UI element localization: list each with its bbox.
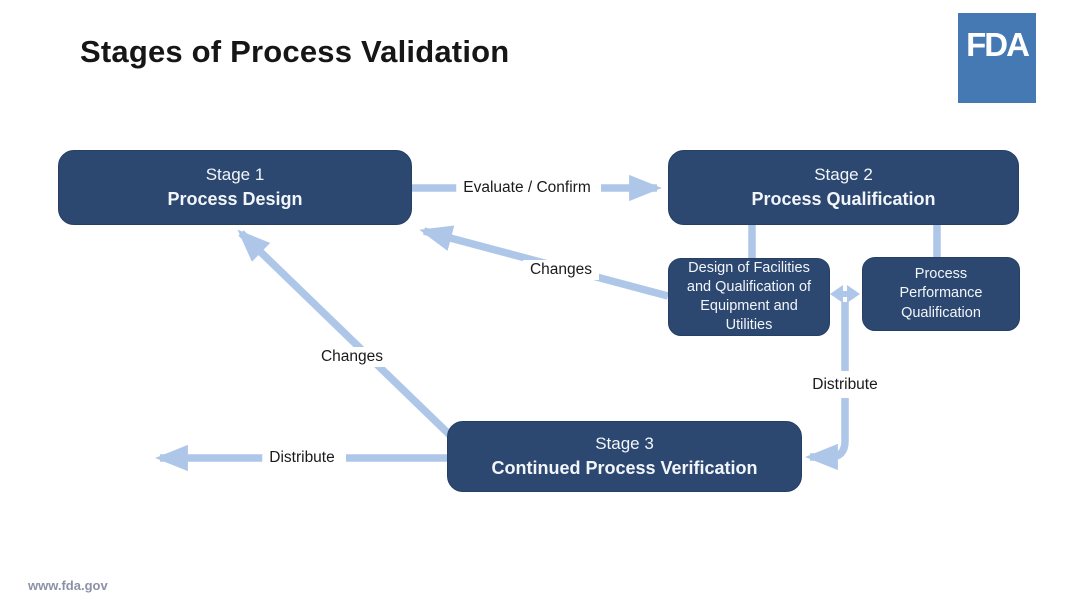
stage3-name: Continued Process Verification [491, 457, 758, 478]
connector-distribute-elbow [805, 398, 849, 471]
design-facilities-box: Design of Facilities and Qualification o… [668, 258, 830, 336]
stage1-process-design-box: Stage 1 Process Design [58, 150, 412, 225]
fda-logo: FDA [958, 13, 1036, 103]
stage1-label: Stage 1 [205, 164, 265, 184]
page-title: Stages of Process Validation [80, 34, 510, 69]
stage2-name: Process Qualification [751, 188, 936, 209]
stage1-name: Process Design [167, 188, 303, 209]
label-evaluate-confirm: Evaluate / Confirm [456, 178, 598, 198]
process-performance-qualification-text: Process Performance Qualification [899, 266, 983, 321]
label-changes-bottom: Changes [313, 347, 391, 367]
label-distribute-right: Distribute [805, 375, 885, 395]
stage3-continued-process-verification-box: Stage 3 Continued Process Verification [447, 421, 802, 492]
stage2-process-qualification-box: Stage 2 Process Qualification [668, 150, 1019, 225]
stage2-label: Stage 2 [814, 164, 873, 184]
design-facilities-text: Design of Facilities and Qualification o… [686, 259, 812, 334]
label-distribute-left: Distribute [262, 448, 342, 468]
footer-url: www.fda.gov [28, 578, 108, 593]
label-changes-top: Changes [522, 260, 600, 280]
double-arrow-right-head [847, 285, 860, 303]
double-arrow-left-head [830, 285, 843, 303]
stage3-label: Stage 3 [595, 433, 654, 453]
process-performance-qualification-box: Process Performance Qualification [862, 257, 1020, 331]
arrow-changes-bottom [237, 229, 458, 443]
